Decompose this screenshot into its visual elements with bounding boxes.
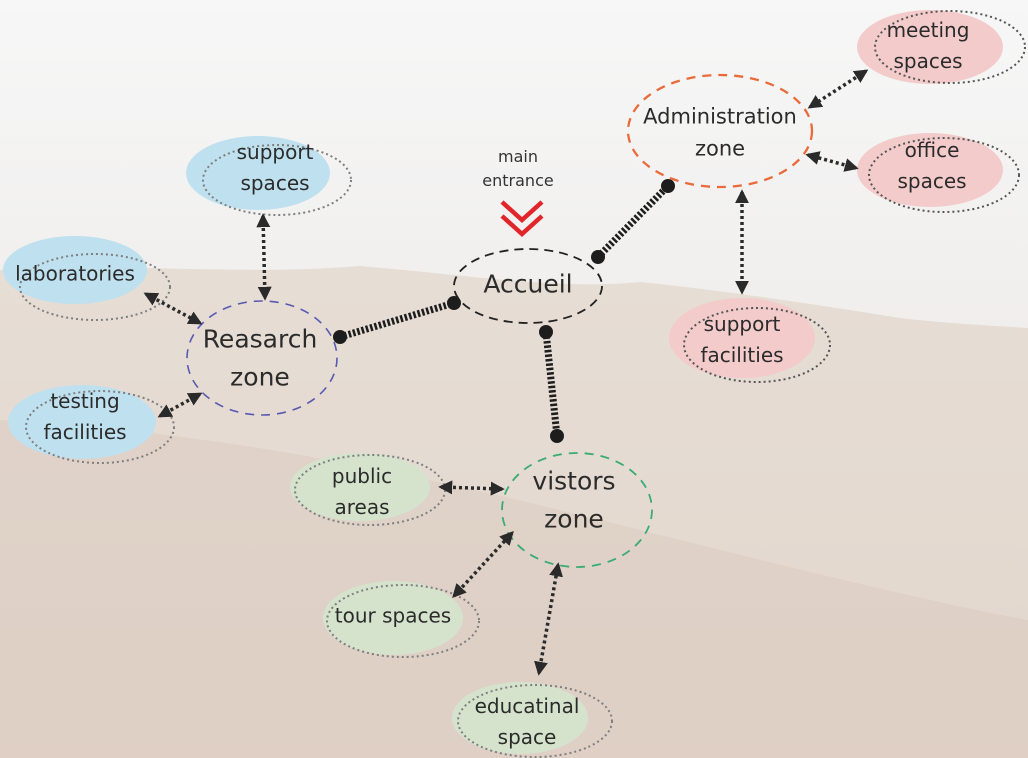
research-zone-ellipse (186, 300, 338, 416)
hub-connectors (338, 183, 671, 437)
arrow-support-spaces-research (256, 213, 272, 301)
hub-to-research-connector (338, 299, 456, 341)
tour-spaces-bubble (323, 581, 480, 658)
research-subspaces (3, 136, 352, 464)
arrow-tour-visitors (452, 530, 514, 599)
arrow-laboratories-research (143, 292, 203, 325)
connector-dot (447, 296, 461, 310)
connector-dot (591, 250, 605, 264)
testing-facilities-bubble (8, 385, 175, 464)
arrow-testing-research (157, 392, 203, 418)
laboratories-bubble (3, 236, 171, 321)
support-facilities-bubble (669, 298, 831, 383)
hub-to-admin-connector (595, 183, 671, 260)
connector-dots (333, 179, 675, 443)
educatinal-space-bubble (452, 682, 613, 758)
admin-subspaces (669, 10, 1026, 383)
relationship-arrows (143, 69, 869, 676)
tour-spaces-label: tour spaces (334, 603, 452, 628)
main-entrance-marker-icon (500, 200, 544, 238)
connector-dot (661, 179, 675, 193)
accueil-hub-ellipse (453, 248, 603, 324)
laboratories-label: laboratories (15, 261, 135, 286)
arrow-educatinal-visitors (534, 562, 563, 676)
accueil-label: Accueil (483, 269, 573, 299)
rock-terrain (0, 266, 1028, 758)
visitors-zone-ellipse (501, 452, 653, 568)
meeting-spaces-bubble (857, 10, 1026, 84)
admin-zone-ellipse (626, 73, 814, 189)
arrow-public-visitors (438, 480, 505, 496)
support-spaces-bubble (186, 136, 352, 216)
connector-dot (539, 325, 553, 339)
arrow-office-admin (805, 151, 859, 172)
rock-terrain-shade (0, 420, 1028, 758)
visitors-subspaces (290, 453, 613, 758)
connector-dot (333, 330, 347, 344)
hub-to-visitors-connector (542, 331, 561, 437)
office-spaces-bubble (857, 133, 1020, 213)
arrow-meeting-admin (807, 69, 869, 109)
connector-dot (550, 429, 564, 443)
